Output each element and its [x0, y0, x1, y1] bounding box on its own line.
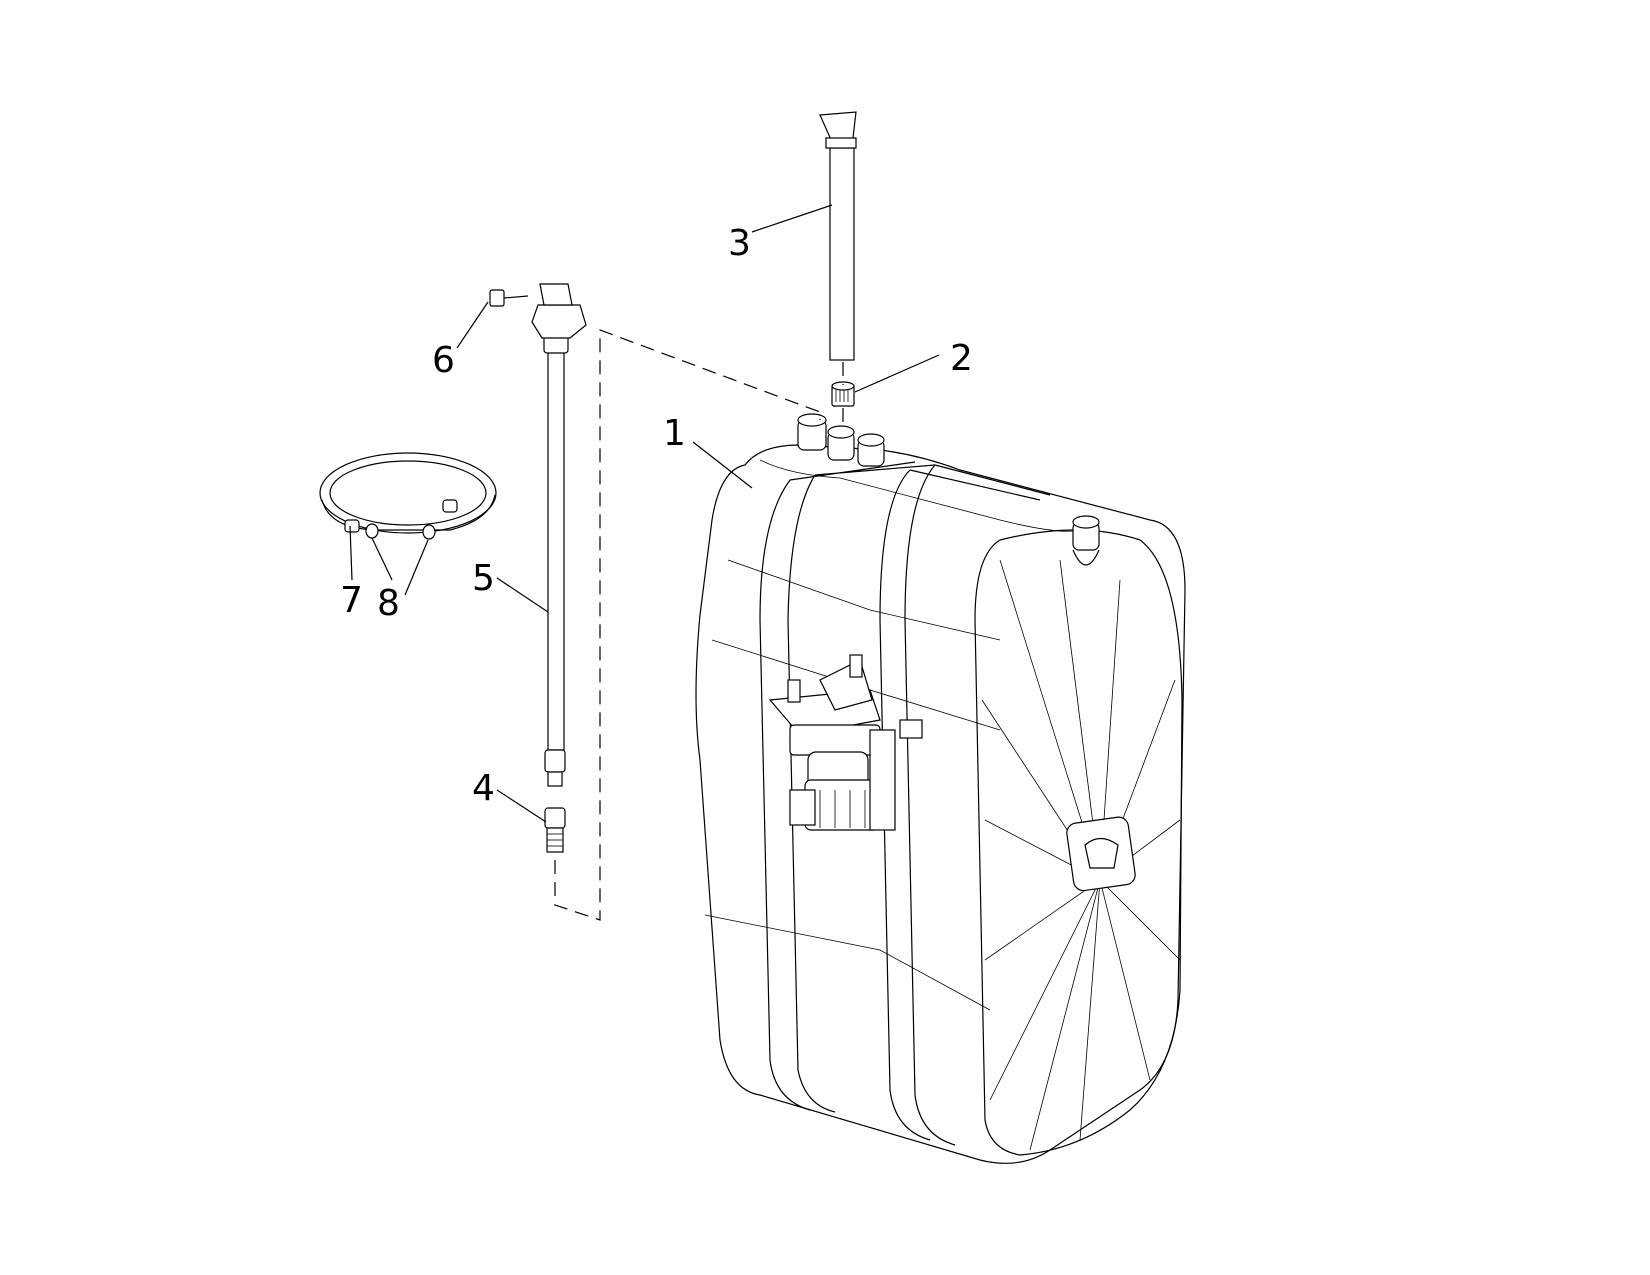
callout-1: 1	[663, 413, 686, 454]
part-5-suction-tube	[531, 283, 587, 787]
assembly-paths	[554, 329, 844, 921]
callout-7: 7	[340, 580, 363, 621]
part-3-fill-tube	[819, 111, 857, 361]
part-6-fitting	[489, 289, 529, 307]
part-4-adapter	[544, 807, 566, 853]
part-7-hose-coil	[319, 452, 497, 534]
tank	[695, 413, 1186, 1164]
callout-6: 6	[432, 340, 455, 381]
tank-ports	[797, 413, 1100, 566]
callout-labels: 1 2 3 4 5 6 7 8	[340, 223, 973, 809]
part-2-bushing	[831, 381, 855, 407]
callout-4: 4	[472, 768, 495, 809]
callout-3: 3	[728, 223, 751, 264]
callout-5: 5	[472, 558, 495, 599]
callout-2: 2	[950, 338, 973, 379]
leader-lines	[349, 204, 940, 823]
callout-8: 8	[377, 583, 400, 624]
pump-assembly	[768, 654, 923, 831]
part-8-clamps	[365, 523, 436, 540]
